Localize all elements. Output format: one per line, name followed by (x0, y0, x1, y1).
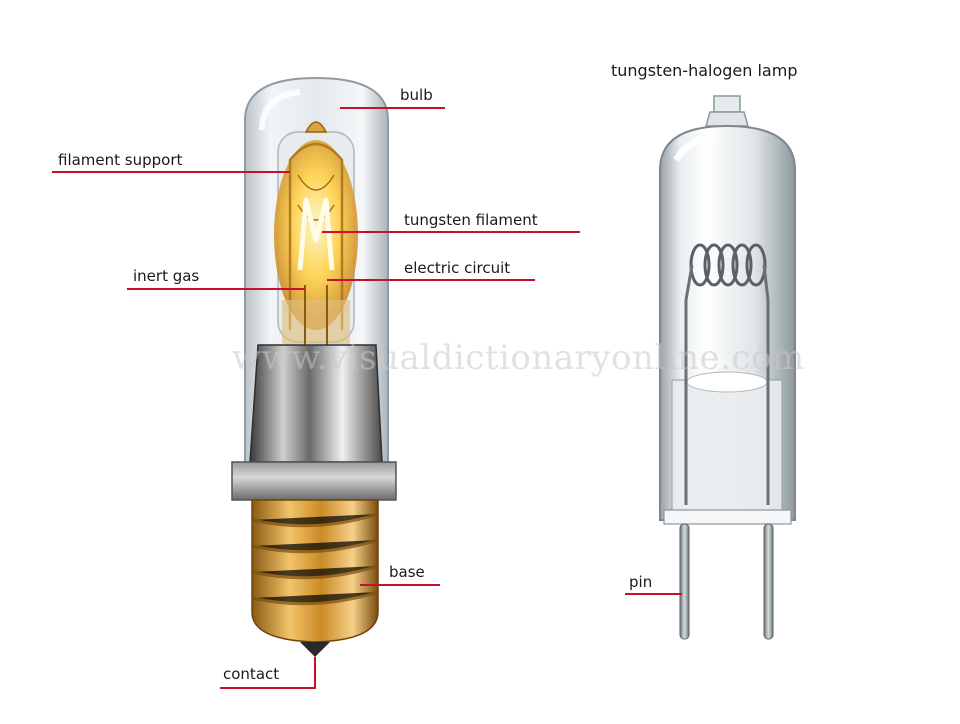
tungsten-filament-wire (297, 197, 335, 271)
bulb-tip (304, 121, 328, 133)
leader-lines (52, 107, 682, 689)
watermark: www.visualdictionaryonline.com (232, 338, 805, 378)
label-contact: contact (223, 665, 280, 683)
screw-threads (251, 512, 379, 606)
label-bulb: bulb (400, 86, 433, 104)
pin-left (679, 523, 690, 640)
halogen-coil (689, 243, 767, 287)
label-pin: pin (629, 573, 653, 591)
base-ring (231, 461, 397, 501)
leader-contact (220, 657, 316, 689)
halogen-lamp (659, 95, 796, 640)
contact-point (300, 642, 330, 657)
label-inert-gas: inert gas (133, 267, 200, 285)
label-electric-circuit: electric circuit (404, 259, 511, 277)
label-tungsten-filament: tungsten filament (404, 211, 538, 229)
incandescent-lamp (231, 76, 397, 657)
filament-support-wire (288, 142, 344, 330)
label-base: base (389, 563, 425, 581)
label-filament-support: filament support (58, 151, 183, 169)
page-title: tungsten-halogen lamp (611, 61, 798, 80)
pin-right (763, 523, 774, 640)
